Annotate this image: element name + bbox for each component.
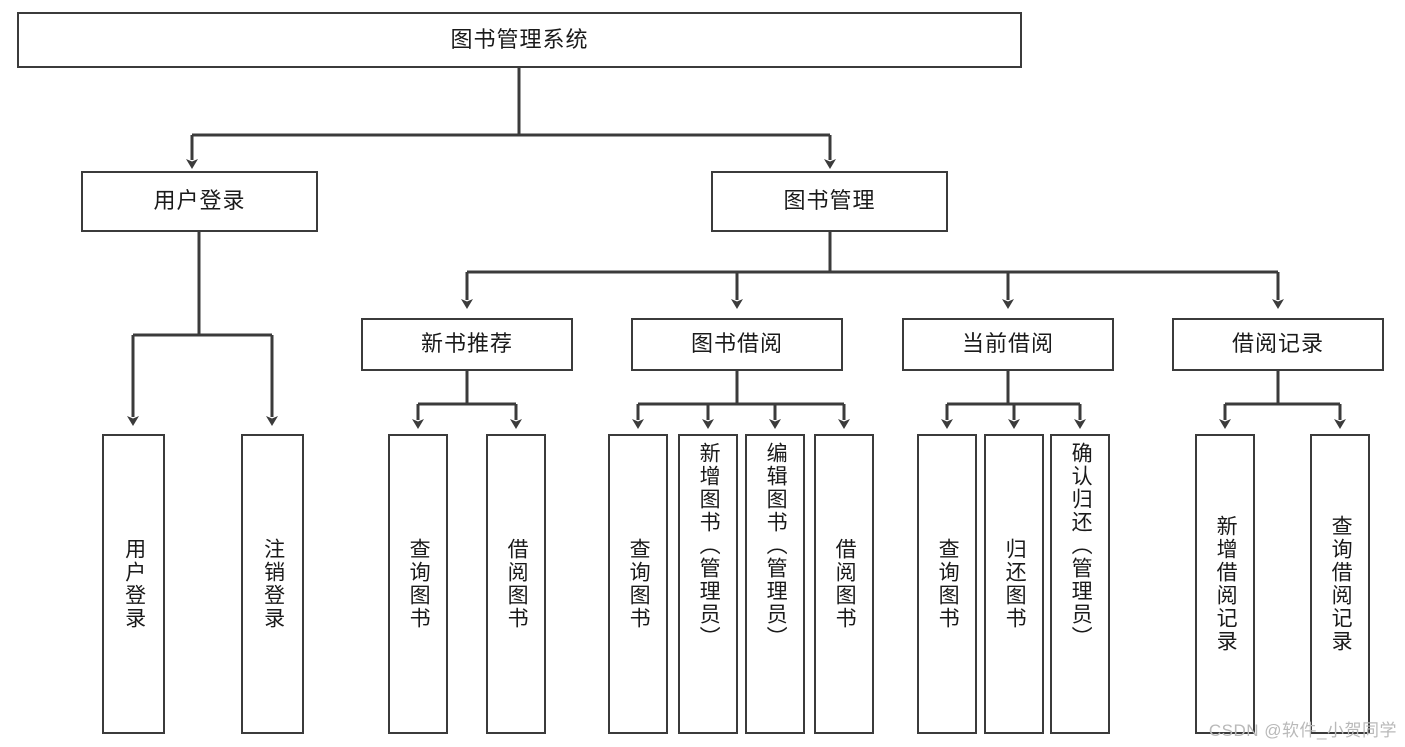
- leaf-add-record-label: 新增借阅记录: [1214, 515, 1238, 653]
- node-user-login[interactable]: 用户登录: [81, 171, 318, 232]
- leaf-query-record[interactable]: 查询借阅记录: [1310, 434, 1370, 734]
- watermark: CSDN @软件_小贺同学: [1208, 721, 1397, 740]
- leaf-query-book-1-label: 查询图书: [407, 538, 431, 630]
- leaf-add-record[interactable]: 新增借阅记录: [1195, 434, 1255, 734]
- node-book-borrow[interactable]: 图书借阅: [631, 318, 843, 371]
- node-root-label: 图书管理系统: [450, 26, 589, 52]
- leaf-confirm-return[interactable]: 确认归还（管理员）: [1050, 434, 1110, 734]
- node-new-book-recommend-label: 新书推荐: [420, 331, 513, 357]
- node-book-borrow-label: 图书借阅: [690, 331, 783, 357]
- node-current-borrow-label: 当前借阅: [961, 331, 1054, 357]
- leaf-logout[interactable]: 注销登录: [241, 434, 304, 734]
- node-root[interactable]: 图书管理系统: [17, 12, 1022, 68]
- leaf-query-book-2-label: 查询图书: [627, 538, 651, 630]
- node-user-login-label: 用户登录: [153, 188, 246, 214]
- leaf-edit-book-label: 编辑图书（管理员）: [764, 442, 788, 649]
- leaf-user-login[interactable]: 用户登录: [102, 434, 165, 734]
- leaf-logout-label: 注销登录: [261, 538, 285, 630]
- leaf-borrow-book-2[interactable]: 借阅图书: [814, 434, 874, 734]
- leaf-query-book-2[interactable]: 查询图书: [608, 434, 668, 734]
- node-book-management[interactable]: 图书管理: [711, 171, 948, 232]
- leaf-edit-book[interactable]: 编辑图书（管理员）: [745, 434, 805, 734]
- node-borrow-record[interactable]: 借阅记录: [1172, 318, 1384, 371]
- leaf-user-login-label: 用户登录: [122, 538, 146, 630]
- leaf-query-book-1[interactable]: 查询图书: [388, 434, 448, 734]
- node-new-book-recommend[interactable]: 新书推荐: [361, 318, 573, 371]
- leaf-return-book-label: 归还图书: [1003, 538, 1027, 630]
- leaf-borrow-book-2-label: 借阅图书: [833, 538, 857, 630]
- leaf-add-book-label: 新增图书（管理员）: [697, 442, 721, 649]
- node-book-management-label: 图书管理: [783, 188, 876, 214]
- leaf-query-book-3-label: 查询图书: [936, 538, 960, 630]
- leaf-add-book[interactable]: 新增图书（管理员）: [678, 434, 738, 734]
- leaf-borrow-book-1-label: 借阅图书: [505, 538, 529, 630]
- leaf-confirm-return-label: 确认归还（管理员）: [1069, 442, 1093, 649]
- leaf-return-book[interactable]: 归还图书: [984, 434, 1044, 734]
- leaf-query-record-label: 查询借阅记录: [1329, 515, 1353, 653]
- node-borrow-record-label: 借阅记录: [1231, 331, 1324, 357]
- leaf-query-book-3[interactable]: 查询图书: [917, 434, 977, 734]
- leaf-borrow-book-1[interactable]: 借阅图书: [486, 434, 546, 734]
- node-current-borrow[interactable]: 当前借阅: [902, 318, 1114, 371]
